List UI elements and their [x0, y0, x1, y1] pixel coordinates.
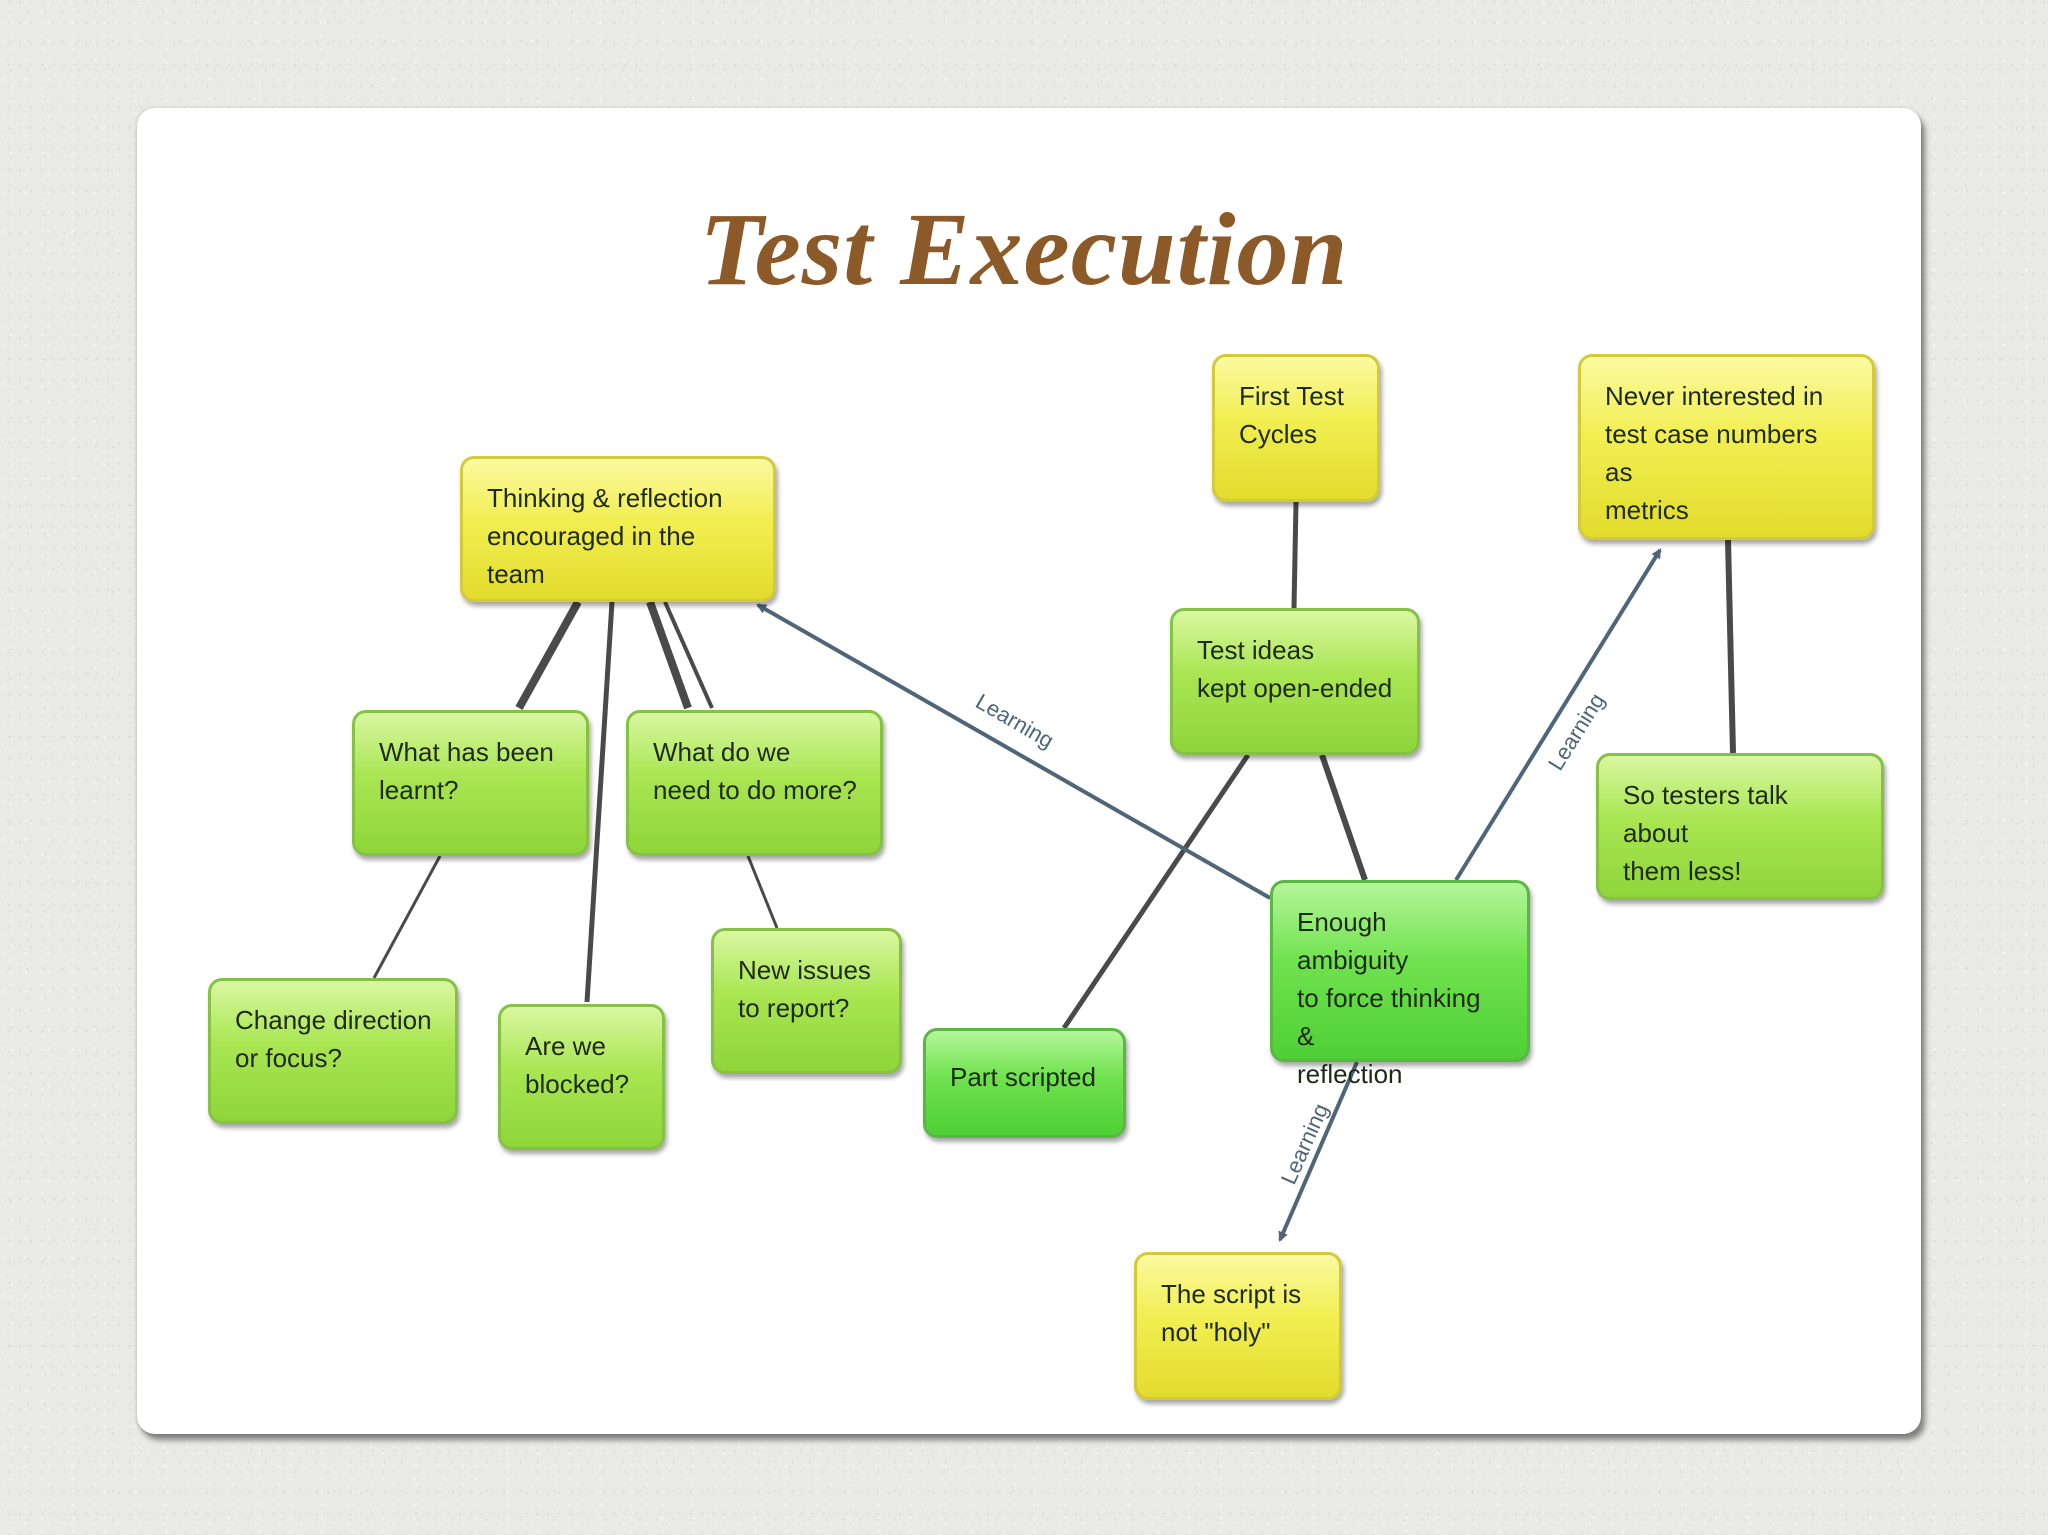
slide-title: Test Execution — [699, 192, 1349, 307]
link-ideas-scripted — [1061, 753, 1251, 1030]
label-learning-3: Learning — [1276, 1100, 1334, 1188]
node-what-has-been-learnt: What has been learnt? — [352, 710, 589, 856]
node-testers-talk-less: So testers talk about them less! — [1596, 753, 1884, 900]
label-learning-1: Learning — [972, 689, 1059, 753]
node-part-scripted: Part scripted — [923, 1028, 1126, 1138]
link-thinking-blocked — [584, 601, 615, 1003]
node-enough-ambiguity: Enough ambiguity to force thinking & ref… — [1270, 880, 1530, 1089]
arrow-ambiguity-never — [1454, 548, 1662, 882]
link-thinking-learnt — [515, 600, 582, 710]
link-thinking-more-a — [646, 600, 692, 710]
link-thinking-more-b — [663, 601, 714, 709]
link-learnt-change — [372, 855, 442, 979]
arrow-ambiguity-script — [1278, 1061, 1359, 1242]
link-ideas-ambiguity — [1319, 754, 1368, 881]
node-what-more: What do we need to do more? — [626, 710, 883, 856]
link-more-issues — [746, 855, 779, 929]
node-new-issues: New issues to report? — [711, 928, 902, 1074]
node-change-direction: Change direction or focus? — [208, 978, 458, 1124]
node-never-interested: Never interested in test case numbers as… — [1578, 354, 1875, 540]
node-are-we-blocked: Are we blocked? — [498, 1004, 665, 1150]
node-thinking-reflection: Thinking & reflection encouraged in the … — [460, 456, 776, 602]
node-script-not-holy: The script is not "holy" — [1134, 1252, 1342, 1400]
arrow-ambiguity-thinking — [756, 603, 1271, 900]
link-cycles-ideas — [1291, 501, 1299, 609]
link-never-talkless — [1725, 539, 1736, 754]
node-first-test-cycles: First Test Cycles — [1212, 354, 1380, 502]
node-test-ideas: Test ideas kept open-ended — [1170, 608, 1420, 755]
